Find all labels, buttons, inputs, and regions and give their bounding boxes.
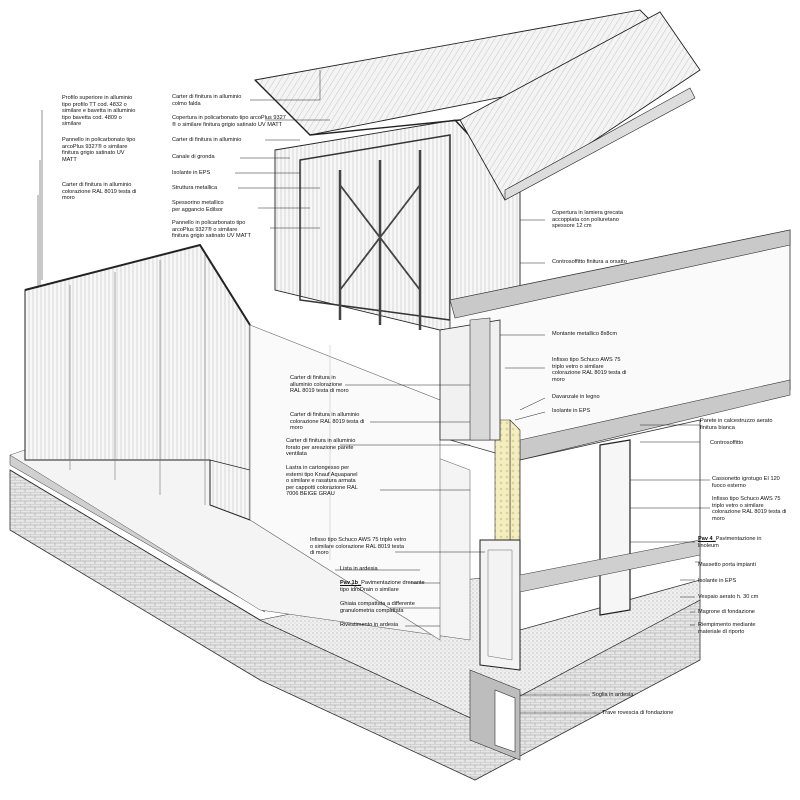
label-vespaio: Vespaio aerato h. 30 cm [698,594,759,600]
label-controsoffitto: Controsoffitto [710,440,744,446]
pav-1b-code: Pav 1b_ [340,580,362,586]
label-pav-1b: Pav 1b_Pavimentazione drenante [340,580,425,587]
label-lastra-cartongesso: Lastra in cartongesso per esterni tipo K… [286,465,358,498]
pavilion-structure [274,119,521,331]
label-montante: Montante metallico 8x8cm [552,331,617,337]
label-carter-finitura-left: Carter di finitura in alluminio colorazi… [62,182,137,202]
label-infisso-right-bottom: Infisso tipo Schuco AWS 75 triplo vetro … [712,496,787,522]
room-interior [249,324,441,641]
label-pav-1b-line2: tipo idroDrain o similare [340,587,399,593]
label-massetto: Massetto porta impianti [698,562,756,568]
label-magrone: Magrone di fondazione [698,609,755,615]
leader-lines [37,70,710,714]
label-canale-gronda: Canale di gronda [172,154,215,160]
label-spessorino-metallico: Spessorino metallico per aggancio Edilso… [172,200,224,213]
label-parete-cls: Parete in calcestruzzo aerato finitura b… [700,418,773,431]
label-rivestimento-ardesia: Rivestimento in ardesia [340,622,399,628]
polycarbonate-gable-wall [24,243,251,521]
label-soglia: Soglia in ardesia [592,692,634,698]
pav-1b-desc: Pavimentazione drenante [361,580,425,586]
label-controsoffitto-orsatto: Controsoffitto finitura a orsatto [552,259,627,265]
label-isolante-eps-top: Isolante in EPS [172,170,211,176]
label-struttura-metallica: Struttura metallica [172,185,218,191]
label-pav-4: Pav 4_Pavimentazione in linoleum [698,536,761,549]
label-carter-ral-1: Carter di finitura in alluminio colorazi… [290,375,349,395]
main-building [439,229,791,671]
label-riempimento: Riempimento mediante materiale di riport… [698,622,756,635]
label-trave-rovescia: Trave rovescia di fondazione [602,710,674,716]
label-isolante-eps-right: Isolante in EPS [552,408,591,414]
label-infisso-right-top: Infisso tipo Schuco AWS 75 triplo vetro … [552,357,627,383]
label-pannello-policarbonato-mid: Pannello in policarbonato tipo arcoPlus … [172,220,251,240]
label-isolante-eps-floor: Isolante in EPS [698,578,737,584]
label-carter-colmo: Carter di finitura in alluminio colmo fa… [172,94,242,107]
label-lista-ardesia: Lista in ardesia [340,566,378,572]
label-carter-alluminio: Carter di finitura in alluminio [172,137,242,143]
label-copertura-lamiera: Copertura in lamiera grecata accoppiata … [552,210,623,230]
pav-4-desc: Pavimentazione in linoleum [698,536,762,549]
label-copertura-policarbonato: Copertura in policarbonato tipo arcoPlus… [172,115,286,128]
pavilion-roof [254,9,701,201]
label-ghiaia: Ghiaia compattata a differente granulome… [340,601,415,614]
label-carter-ral-2: Carter di finitura in alluminio colorazi… [290,412,365,432]
pav-4-code: Pav 4_ [698,536,716,542]
label-profilo-superiore: Profilo superiore in alluminio tipo prof… [62,95,136,128]
label-infisso-left: Infisso tipo Schuco AWS 75 triplo vetro … [310,537,407,557]
label-pannello-policarbonato-left: Pannello in policarbonato tipo arcoPlus … [62,137,136,163]
label-carter-forato: Carter di finitura in alluminio forato p… [286,438,356,458]
label-cassonetto: Cassonetto igrotugo EI 120 fuoco esterno [712,476,780,489]
label-davanzale: Davanzale in legno [552,394,600,400]
